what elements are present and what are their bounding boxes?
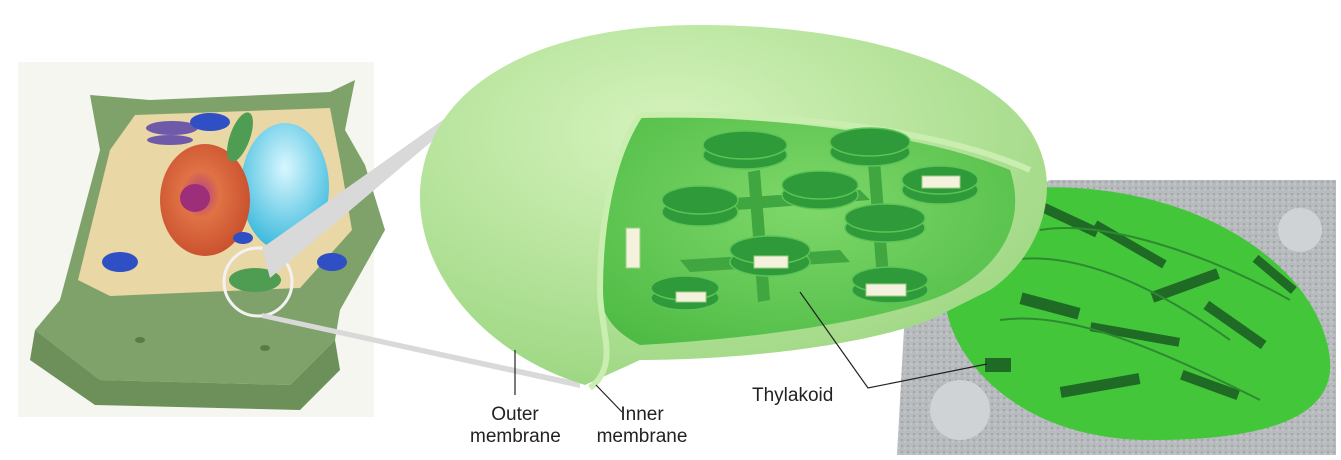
outer-membrane-label-line2: membrane: [470, 426, 560, 448]
thylakoid-label: Thylakoid: [752, 385, 833, 407]
outer-membrane-label: Outer membrane: [470, 404, 560, 448]
inner-membrane-label-line1: Inner: [592, 404, 692, 426]
inner-membrane-label: Inner membrane: [592, 404, 692, 448]
inner-membrane-label-line2: membrane: [592, 426, 692, 448]
outer-membrane-label-line1: Outer: [470, 404, 560, 426]
plant-cell-illustration: [18, 62, 385, 417]
